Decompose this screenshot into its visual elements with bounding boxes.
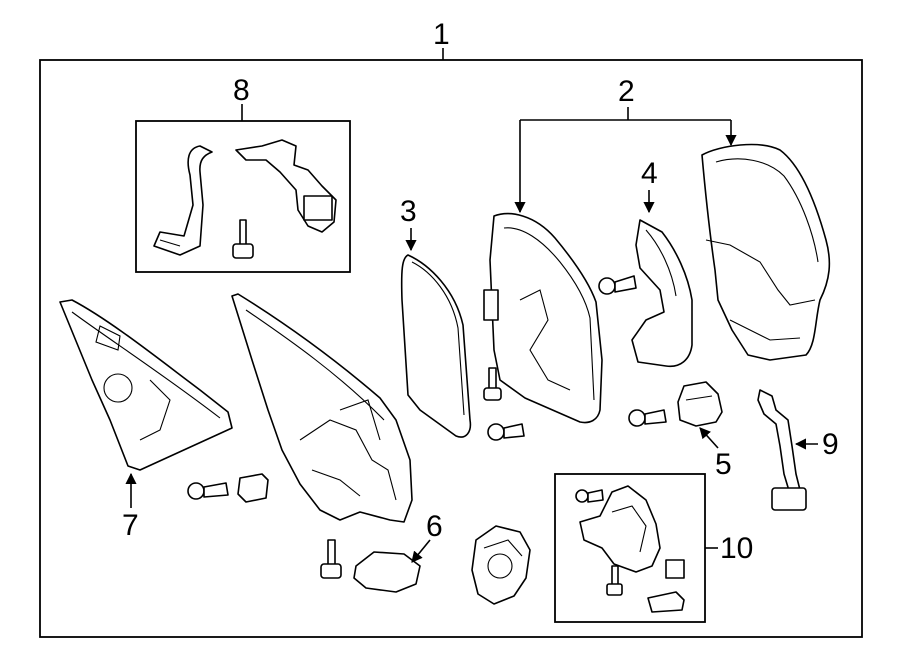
- assembly-frame: [39, 59, 863, 638]
- kit-actuator: [579, 485, 661, 573]
- harness-connector: [235, 139, 337, 233]
- inner-cover-panel: [59, 299, 233, 471]
- mirror-housing-base: [483, 212, 603, 424]
- callout-1: 1: [433, 18, 450, 51]
- harness-cable: [153, 145, 213, 256]
- mirror-glass: [400, 254, 472, 438]
- cover-screw: [187, 482, 229, 500]
- wire-harness: [757, 389, 807, 511]
- callout-6: 6: [426, 510, 443, 543]
- callout-5: 5: [715, 448, 732, 481]
- mirror-cover: [701, 143, 831, 361]
- bottom-cover: [353, 551, 421, 593]
- kit-pad: [647, 591, 685, 613]
- callout-10: 10: [720, 532, 753, 565]
- callout-7: 7: [122, 509, 139, 542]
- harness-bolt: [232, 219, 254, 259]
- callout-2: 2: [618, 75, 635, 108]
- callout-8: 8: [233, 74, 250, 107]
- cover-clip: [237, 473, 269, 503]
- signal-screw: [598, 275, 637, 295]
- kit-clip: [665, 559, 685, 579]
- actuator-bracket: [677, 381, 723, 427]
- kit-screw-top: [575, 489, 604, 503]
- mirror-mount-base: [231, 293, 413, 523]
- housing-screw-left-lower: [487, 423, 525, 441]
- turn-signal-lamp: [631, 219, 693, 368]
- housing-screw-left-upper: [483, 367, 502, 401]
- kit-screw-bottom: [606, 565, 623, 596]
- mount-bolt: [320, 539, 342, 579]
- callout-3: 3: [400, 195, 417, 228]
- callout-4: 4: [641, 157, 658, 190]
- mirror-motor: [471, 525, 531, 605]
- callout-9: 9: [822, 428, 839, 461]
- bracket-screw: [628, 409, 667, 427]
- harness-kit-box: [135, 120, 351, 273]
